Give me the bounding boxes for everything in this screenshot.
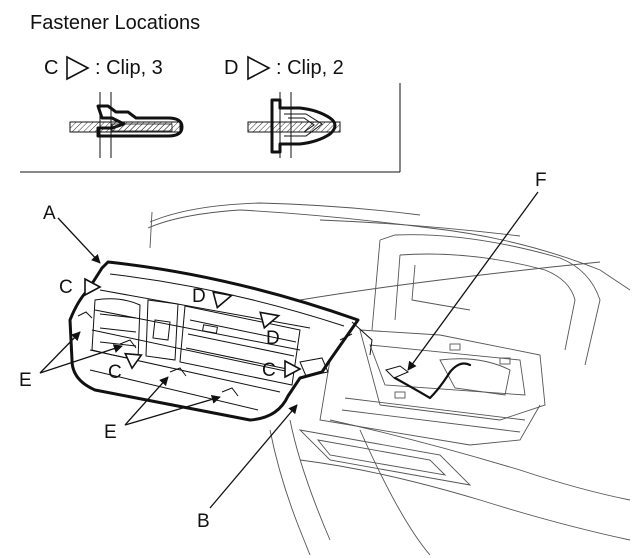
clip-c-marker-icon <box>84 277 102 297</box>
clip-d-cross-section-icon <box>247 92 341 158</box>
legend-item-c: C : Clip, 3 <box>44 55 163 81</box>
callout-c-1: C <box>59 277 73 298</box>
callout-d-2: D <box>266 328 280 349</box>
fastener-legend: Fastener Locations C : Clip, 3 D : Clip,… <box>20 12 401 173</box>
clip-c-marker-icon <box>123 352 143 370</box>
dashboard-illustration: A C C C D D E E B F <box>19 170 631 556</box>
windshield-edge <box>149 202 421 223</box>
display-housing <box>379 234 601 366</box>
clip-d-marker-icon <box>259 311 281 330</box>
leader-a <box>57 217 101 264</box>
triangle-pointer-icon <box>66 55 90 81</box>
leader-e-1 <box>39 331 81 374</box>
callout-b: B <box>197 511 210 532</box>
leader-e-3 <box>124 376 169 426</box>
legend-c-letter: C <box>44 57 58 79</box>
clip-d-marker-icon <box>212 291 234 309</box>
leader-e-2 <box>39 344 123 374</box>
vent-panel-assembly <box>68 260 373 422</box>
leader-e-4 <box>124 394 221 426</box>
callout-e-1: E <box>19 370 32 391</box>
wire-harness <box>393 362 472 400</box>
callout-d-1: D <box>192 286 206 307</box>
triangle-pointer-icon <box>247 55 271 81</box>
callout-e-2: E <box>104 422 117 443</box>
leader-f <box>407 191 539 371</box>
clip-c-marker-icon <box>284 359 302 379</box>
vent-panel-outline <box>68 260 360 422</box>
legend-item-d: D : Clip, 2 <box>224 55 344 81</box>
legend-d-letter: D <box>224 57 238 79</box>
callout-c-3: C <box>262 360 276 381</box>
callout-c-2: C <box>108 362 122 383</box>
callout-f: F <box>535 170 547 191</box>
clip-c-cross-section-icon <box>69 92 184 158</box>
legend-c-text: : Clip, 3 <box>95 57 163 79</box>
connector-icon <box>385 365 409 379</box>
fastener-markers <box>84 277 302 379</box>
callout-labels: A C C C D D E E B F <box>19 170 547 532</box>
legend-d-text: : Clip, 2 <box>276 57 344 79</box>
callout-leaders <box>39 191 539 509</box>
callout-a: A <box>43 203 56 224</box>
legend-title: Fastener Locations <box>30 12 200 34</box>
leader-b <box>209 404 298 509</box>
